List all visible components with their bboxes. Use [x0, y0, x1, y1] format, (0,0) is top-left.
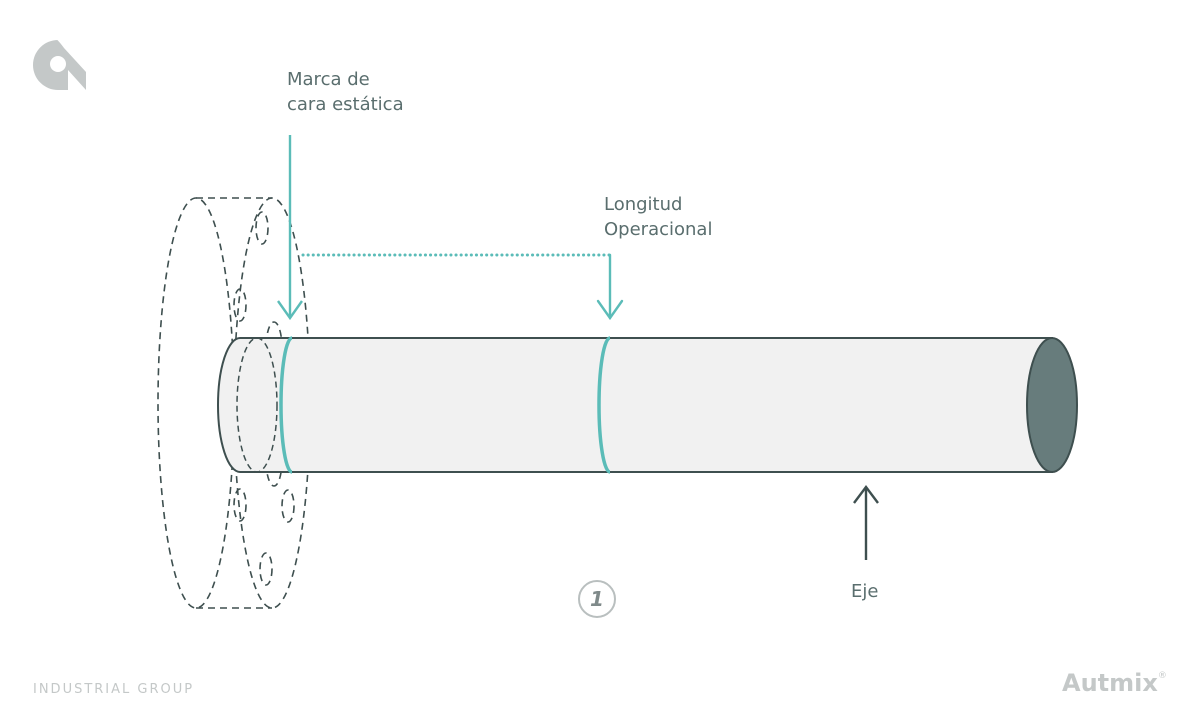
logo-icon — [33, 32, 86, 90]
registered-mark: ® — [1157, 671, 1167, 681]
operational-length-bracket — [301, 253, 624, 321]
static-face-mark-label: Marca de — [287, 69, 370, 90]
footer-tagline: INDUSTRIAL GROUP — [33, 682, 195, 697]
static-face-mark-ring — [279, 336, 293, 474]
brand-logo: Autmix® — [1062, 669, 1167, 697]
operational-length-label: Longitud — [604, 194, 683, 215]
down-arrow-icon — [277, 135, 303, 321]
shaft-end-face — [1026, 337, 1078, 473]
operational-length-mark-ring — [597, 336, 611, 474]
step-number-badge: 1 — [578, 580, 616, 618]
brand-name: Autmix — [1062, 669, 1158, 697]
operational-length-label-line2: Operacional — [604, 219, 713, 240]
shaft-label: Eje — [851, 581, 879, 602]
static-face-mark-label-line2: cara estática — [287, 94, 404, 115]
shaft — [217, 337, 1078, 473]
up-arrow-icon — [853, 485, 879, 560]
